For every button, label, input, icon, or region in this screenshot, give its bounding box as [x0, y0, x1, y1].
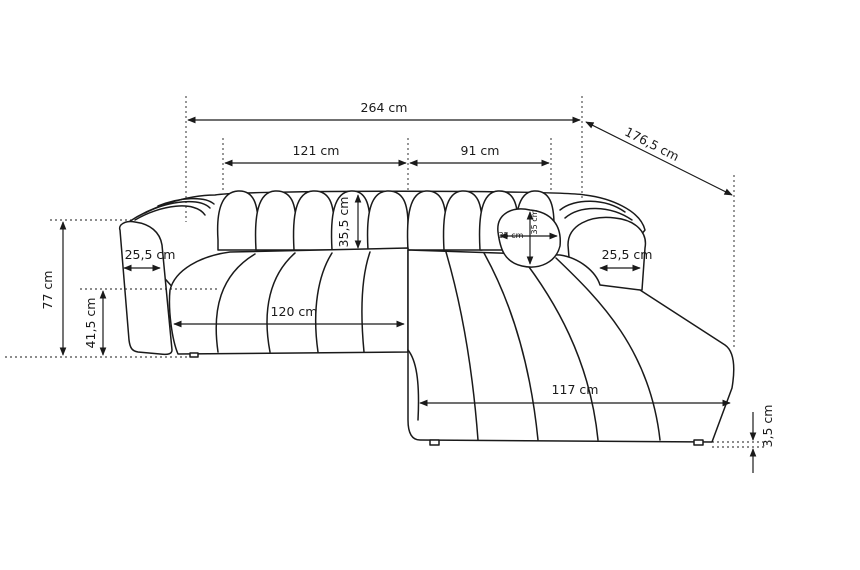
label-seat-height: 41,5 cm [83, 298, 98, 349]
label-chaise-length: 117 cm [552, 382, 599, 397]
label-backrest: 35,5 cm [336, 197, 351, 248]
label-section-left: 121 cm [293, 143, 340, 158]
leg [189, 352, 199, 358]
label-total-width: 264 cm [361, 100, 408, 115]
dimension-lines [59, 116, 757, 473]
label-section-right: 91 cm [461, 143, 500, 158]
label-armrest-left: 25,5 cm [125, 247, 176, 262]
sofa-drawing [118, 190, 735, 446]
leg [693, 439, 704, 446]
label-armrest-right: 25,5 cm [602, 247, 653, 262]
label-leg-height: 3,5 cm [760, 405, 775, 448]
left-armrest [118, 197, 215, 356]
dimension-labels: 264 cm 121 cm 91 cm 176,5 cm 35,5 cm 77 … [40, 100, 775, 447]
leg [429, 439, 440, 446]
left-seat [168, 247, 409, 355]
label-pillow-width: 35 cm [499, 231, 524, 240]
dim-depth [585, 121, 733, 196]
label-seat-width: 120 cm [271, 304, 318, 319]
label-total-height: 77 cm [40, 271, 55, 310]
chaise-longue [407, 249, 735, 443]
label-pillow-height: 35 cm [530, 209, 539, 234]
extension-lines [5, 96, 765, 448]
